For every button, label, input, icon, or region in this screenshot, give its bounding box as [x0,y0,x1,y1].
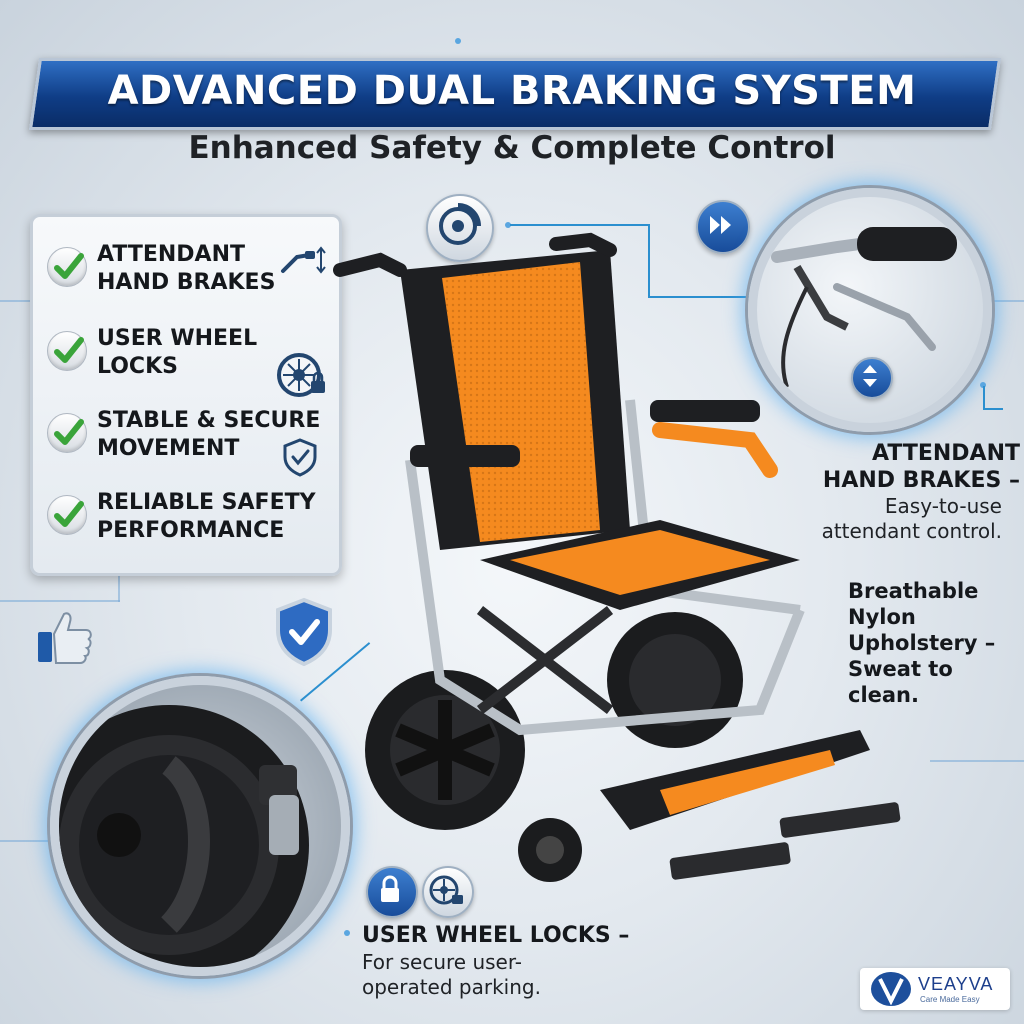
brand-logo-mark [871,972,911,1006]
page-title: ADVANCED DUAL BRAKING SYSTEM [107,68,917,114]
fast-forward-icon [696,200,750,254]
brand-tagline: Care Made Easy [920,995,980,1004]
check-icon [47,331,87,371]
wheel-lock-zoom [50,676,350,976]
check-icon [47,495,87,535]
lock-icon [366,866,418,918]
check-icon [47,247,87,287]
wheel-lock-icon [277,353,325,397]
attendant-callout-text: Easy-to-use attendant control. [821,494,1002,543]
wheelchair-image [333,232,901,882]
up-down-arrows-icon [851,357,893,399]
wheel-locks-callout-title: USER WHEEL LOCKS – [362,923,630,948]
hand-brake-icon [281,246,326,274]
hand-brake-zoom [748,188,992,432]
shield-check-icon [276,597,332,667]
upholstery-callout: Breathable Nylon Upholstery – Sweat to c… [848,579,996,707]
brand-logo: VEAYVA Care Made Easy [860,968,1010,1010]
thumbs-up-icon [38,612,92,664]
page-subtitle: Enhanced Safety & Complete Control [188,130,836,166]
shield-check-icon [283,438,317,477]
disc-brake-icon [426,194,494,262]
attendant-callout-title: ATTENDANT HAND BRAKES – [822,441,1020,493]
decor-dot [455,38,461,44]
check-icon [47,413,87,453]
wheel-locks-callout-text: For secure user- operated parking. [362,950,541,999]
wheel-lock-icon [422,866,474,918]
brand-name: VEAYVA [918,974,994,994]
